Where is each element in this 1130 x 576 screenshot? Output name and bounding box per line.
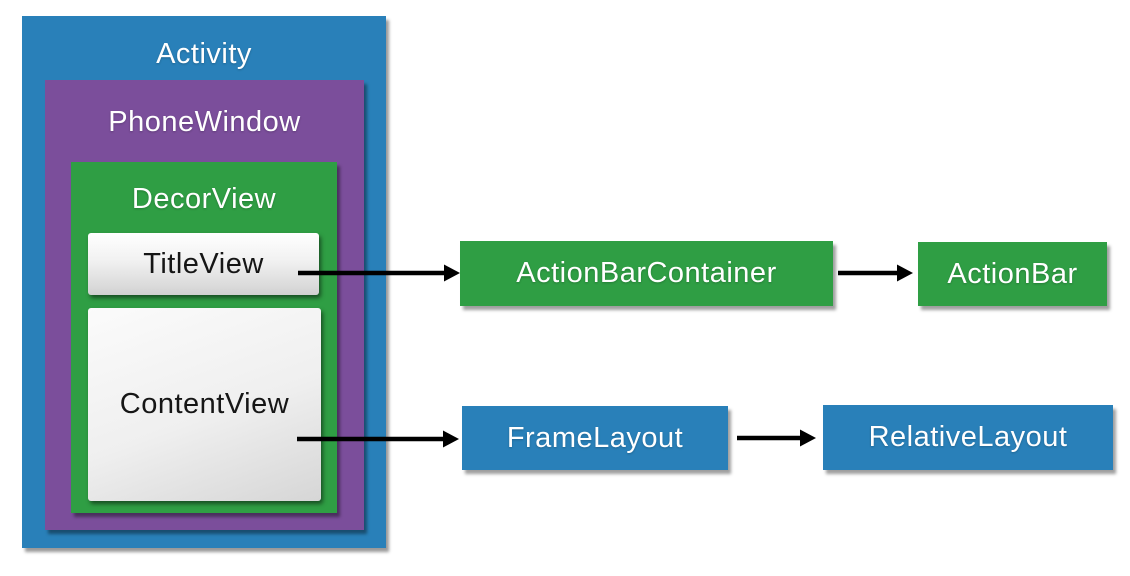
action-bar-label: ActionBar [947,257,1078,290]
title-view-box: TitleView [88,233,319,295]
arrow-framelayout-to-relativelayout [737,429,816,447]
phone-window-label: PhoneWindow [108,106,301,138]
action-bar-container-box: ActionBarContainer [460,241,833,306]
arrow-actionbarcontainer-to-actionbar [838,264,913,282]
relative-layout-box: RelativeLayout [823,405,1113,470]
action-bar-box: ActionBar [918,242,1107,306]
relative-layout-label: RelativeLayout [868,421,1068,453]
activity-label: Activity [156,38,252,70]
action-bar-container-label: ActionBarContainer [516,257,777,289]
frame-layout-box: FrameLayout [462,406,728,470]
content-view-label: ContentView [119,388,290,420]
title-view-label: TitleView [143,247,264,280]
decor-view-label: DecorView [131,183,277,215]
content-view-box: ContentView [88,308,321,501]
frame-layout-label: FrameLayout [506,421,684,454]
